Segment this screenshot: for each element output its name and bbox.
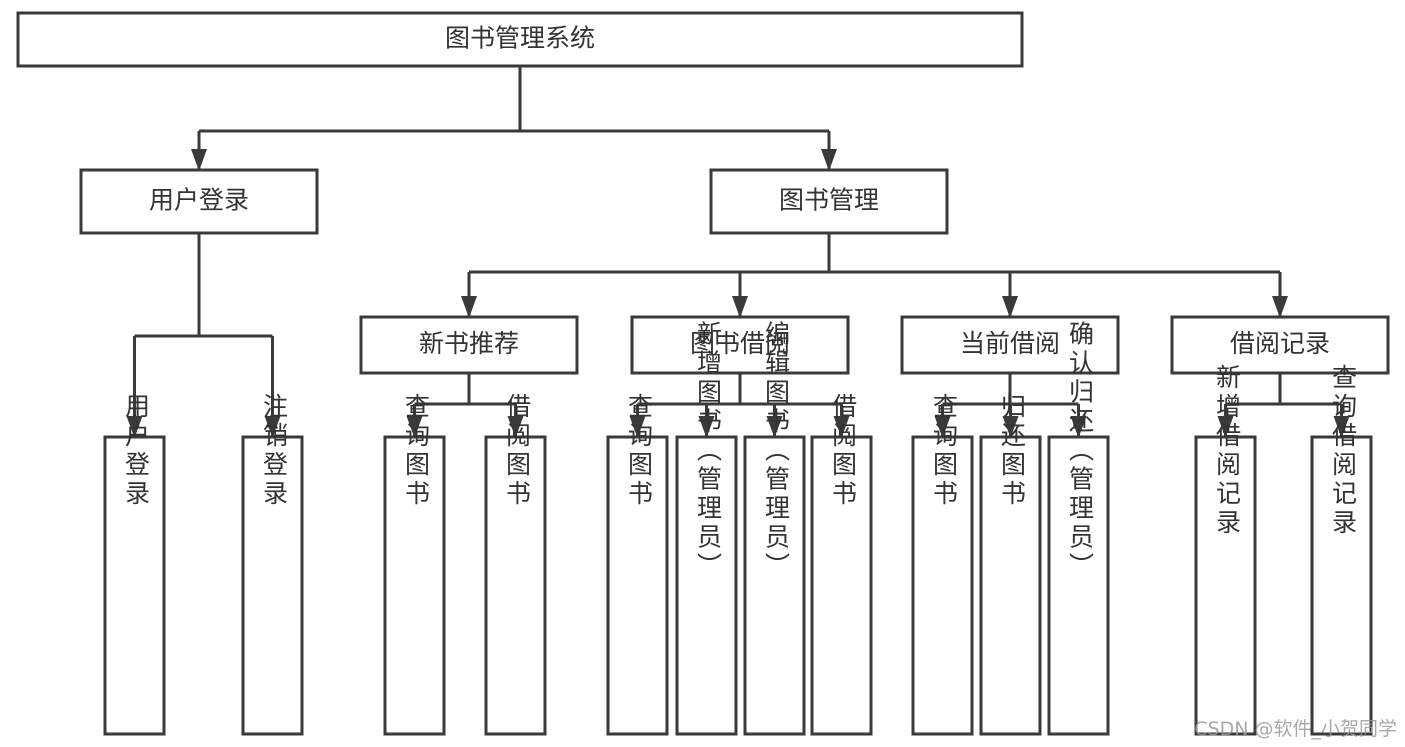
node-box xyxy=(979,435,1042,736)
node-label: 注销登录 xyxy=(260,393,289,509)
node-label: 图书管理系统 xyxy=(445,24,595,53)
node-label: 新书推荐 xyxy=(419,329,519,358)
node-l-logout[interactable]: 注销登录 xyxy=(241,393,304,736)
node-label: 查询图书 xyxy=(625,393,654,509)
node-l-nb-query[interactable]: 查询图书 xyxy=(383,393,446,736)
node-box xyxy=(911,435,974,736)
node-l-cu-query[interactable]: 查询图书 xyxy=(911,393,974,736)
node-l-re-query[interactable]: 查询借阅记录 xyxy=(1310,364,1373,736)
node-label: 查询借阅记录 xyxy=(1329,364,1358,538)
node-bookmgmt[interactable]: 图书管理 xyxy=(709,168,949,235)
node-box xyxy=(606,435,669,736)
node-box xyxy=(241,435,304,736)
node-box xyxy=(1310,435,1373,736)
node-l-bo-query[interactable]: 查询图书 xyxy=(606,393,669,736)
node-label: 查询图书 xyxy=(930,393,959,509)
node-label: 新增借阅记录 xyxy=(1213,364,1242,538)
node-label: 借阅图书 xyxy=(829,393,858,509)
node-box xyxy=(103,435,166,736)
node-box xyxy=(383,435,446,736)
node-l-nb-borrow[interactable]: 借阅图书 xyxy=(484,393,547,736)
node-label: 借阅图书 xyxy=(503,393,532,509)
node-l-re-add[interactable]: 新增借阅记录 xyxy=(1194,364,1257,736)
node-label: 编辑图书（管理员） xyxy=(762,321,791,582)
node-l-user-login[interactable]: 用户登录 xyxy=(103,393,166,736)
node-label: 借阅记录 xyxy=(1230,329,1330,358)
node-l-cu-confirm[interactable]: 确认归还（管理员） xyxy=(1047,321,1110,736)
nodes-layer: 图书管理系统用户登录图书管理新书推荐图书借阅当前借阅借阅记录用户登录注销登录查询… xyxy=(16,11,1390,736)
node-box xyxy=(1170,315,1390,375)
node-newbook[interactable]: 新书推荐 xyxy=(359,315,579,375)
node-l-cu-return[interactable]: 归还图书 xyxy=(979,393,1042,736)
node-box xyxy=(743,435,806,736)
node-box xyxy=(16,11,1024,68)
node-login[interactable]: 用户登录 xyxy=(79,168,319,235)
node-box xyxy=(900,315,1120,375)
node-label: 用户登录 xyxy=(149,186,249,215)
node-l-bo-borrow[interactable]: 借阅图书 xyxy=(810,393,873,736)
node-box xyxy=(709,168,949,235)
node-current[interactable]: 当前借阅 xyxy=(900,315,1120,375)
node-box xyxy=(675,435,738,736)
node-l-bo-add[interactable]: 新增图书（管理员） xyxy=(675,321,738,736)
node-label: 查询图书 xyxy=(402,393,431,509)
node-label: 图书管理 xyxy=(779,186,879,215)
node-borrow[interactable]: 图书借阅 xyxy=(630,315,850,375)
node-box xyxy=(359,315,579,375)
node-box xyxy=(1047,435,1110,736)
node-label: 新增图书（管理员） xyxy=(694,321,723,582)
node-label: 图书借阅 xyxy=(690,329,790,358)
node-box xyxy=(79,168,319,235)
node-label: 当前借阅 xyxy=(960,329,1060,358)
node-records[interactable]: 借阅记录 xyxy=(1170,315,1390,375)
node-box xyxy=(1194,435,1257,736)
node-box xyxy=(810,435,873,736)
node-label: 归还图书 xyxy=(998,393,1027,509)
node-root[interactable]: 图书管理系统 xyxy=(16,11,1024,68)
node-label: 用户登录 xyxy=(122,393,151,509)
edges-layer xyxy=(126,66,1350,438)
node-l-bo-edit[interactable]: 编辑图书（管理员） xyxy=(743,321,806,736)
node-label: 确认归还（管理员） xyxy=(1066,321,1095,582)
node-box xyxy=(484,435,547,736)
node-box xyxy=(630,315,850,375)
